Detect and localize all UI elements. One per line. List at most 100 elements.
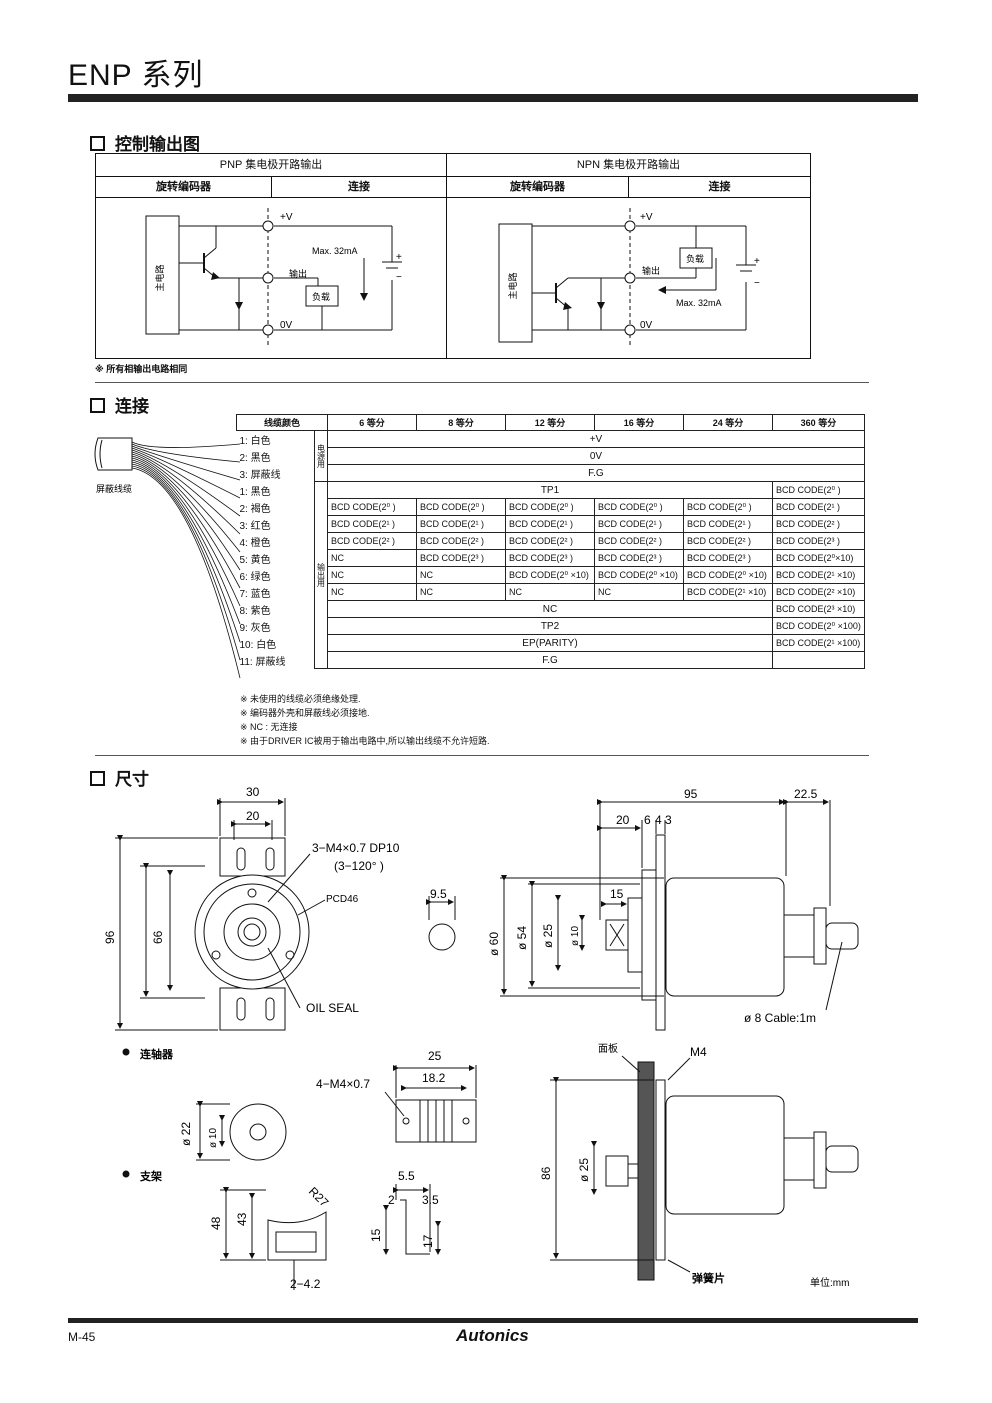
column-divider <box>446 197 447 358</box>
wire-label: 7: 蓝色 <box>239 588 271 600</box>
pnp-col-encoder: 旋转编码器 <box>96 177 272 198</box>
output-360-cell: BCD CODE(2⁰ ) <box>772 481 865 499</box>
section-dimensions-heading: 尺寸 <box>90 765 149 790</box>
cable-wire <box>131 461 241 625</box>
cable-wire <box>131 467 241 679</box>
connection-table: 线缆颜色 6 等分 8 等分 12 等分 16 等分 24 等分 360 等分 … <box>236 414 865 669</box>
output-cell: BCD CODE(2¹ ) <box>416 515 506 533</box>
power-group-label: 电源用 <box>314 430 328 482</box>
output-cell: BCD CODE(2³ ) <box>683 549 773 567</box>
output-cell: BCD CODE(2⁰ ×10) <box>594 566 684 584</box>
output-cell: BCD CODE(2⁰×10) <box>772 549 865 567</box>
dim-4: 4 <box>655 813 662 827</box>
power-row-1: +V <box>327 430 865 448</box>
output-group-label: 输出用 <box>314 481 328 669</box>
npn-main-circuit-label: 主电路 <box>507 272 518 299</box>
bracket-label: 支架 <box>139 1169 162 1183</box>
output-360-cell: BCD CODE(2³ ×10) <box>772 600 865 618</box>
wire-label: 9: 灰色 <box>239 622 271 634</box>
pnp-0v-label: 0V <box>280 320 293 331</box>
output-cell: BCD CODE(2¹ ) <box>594 515 684 533</box>
pnp-output-label: 输出 <box>289 268 307 279</box>
dim-20: 20 <box>246 809 260 823</box>
output-cell: BCD CODE(2⁰ ) <box>505 498 595 516</box>
section-connection-heading: 连接 <box>90 392 149 417</box>
square-bullet-icon <box>90 136 105 152</box>
dim-66: 66 <box>151 930 165 944</box>
section-dimensions-title: 尺寸 <box>115 770 149 789</box>
dim-oil-seal: OIL SEAL <box>306 1001 359 1015</box>
dim-mount-d25: ø 25 <box>577 1158 591 1182</box>
dim-96: 96 <box>103 930 117 944</box>
dim-screw-angle: (3−120° ) <box>334 859 384 873</box>
power-row-2: 0V <box>327 447 865 465</box>
dim-pcd: PCD46 <box>326 894 359 905</box>
output-cell: NC <box>416 566 506 584</box>
header-8: 8 等分 <box>416 414 506 431</box>
wire-label: 1: 白色 <box>239 435 271 447</box>
wire-label: 10: 白色 <box>239 639 277 651</box>
dim-86: 86 <box>539 1166 553 1180</box>
dim-9-5: 9.5 <box>430 887 447 901</box>
section-output-heading: 控制输出图 <box>90 130 200 155</box>
separator <box>95 382 869 383</box>
output-cell: BCD CODE(2⁰ ) <box>683 498 773 516</box>
header-16: 16 等分 <box>594 414 684 431</box>
output-360-cell: BCD CODE(2⁰ ×100) <box>772 617 865 635</box>
page-title: ENP 系列 <box>68 59 204 92</box>
output-span-cell: TP2 <box>327 617 773 635</box>
connection-table-wrap: 线缆颜色 6 等分 8 等分 12 等分 16 等分 24 等分 360 等分 … <box>236 414 865 669</box>
npn-title: NPN 集电极开路输出 <box>447 154 810 177</box>
output-cell: NC <box>327 549 417 567</box>
cable-wire <box>131 443 241 463</box>
dimension-drawings: 30 20 96 66 3−M4×0.7 DP10 (3−120° ) PCD4… <box>103 785 859 1291</box>
wire-label: 2: 褐色 <box>239 503 271 515</box>
dim-3: 3 <box>665 813 672 827</box>
npn-col-connection: 连接 <box>629 177 810 198</box>
pnp-main-circuit-label: 主电路 <box>154 264 165 291</box>
unit-label: 单位:mm <box>810 1276 849 1289</box>
pnp-main-circuit-box <box>145 215 180 335</box>
output-cell: BCD CODE(2² ) <box>594 532 684 550</box>
dim-6: 6 <box>644 813 651 827</box>
output-diagram-box: PNP 集电极开路输出 NPN 集电极开路输出 旋转编码器 连接 旋转编码器 连… <box>95 153 811 359</box>
bottom-rule <box>68 1318 918 1323</box>
output-cell: BCD CODE(2⁰ ) <box>594 498 684 516</box>
wire-label: 4: 橙色 <box>239 537 271 549</box>
output-span-cell: TP1 <box>327 481 773 499</box>
note-2: ※ 编码器外壳和屏蔽线必须接地. <box>240 708 370 718</box>
output-cell: NC <box>594 583 684 601</box>
cable-wire <box>131 463 241 643</box>
output-cell: BCD CODE(2³ ) <box>772 532 865 550</box>
output-cell: BCD CODE(2³ ) <box>505 549 595 567</box>
output-cell: BCD CODE(2³ ) <box>416 549 506 567</box>
npn-minus-sign: − <box>754 278 760 289</box>
dim-15: 15 <box>610 887 624 901</box>
square-bullet-icon <box>90 398 105 414</box>
npn-output-label: 输出 <box>642 265 660 276</box>
npn-0v-label: 0V <box>640 320 653 331</box>
note-4: ※ 由于DRIVER IC被用于输出电路中,所以输出线缆不允许短路. <box>240 736 490 746</box>
output-cell: NC <box>505 583 595 601</box>
pnp-load-label: 负载 <box>312 291 330 302</box>
cable-wire <box>131 457 241 589</box>
output-cell: BCD CODE(2³ ) <box>594 549 684 567</box>
dim-d25: ø 25 <box>541 924 555 948</box>
panel-label: 面板 <box>598 1042 618 1055</box>
output-cell: NC <box>327 566 417 584</box>
wire-label: 5: 黄色 <box>239 554 271 566</box>
output-cell: BCD CODE(2⁰ ×10) <box>683 566 773 584</box>
dim-coupling-screw: 4−M4×0.7 <box>316 1077 370 1091</box>
dim-d60: ø 60 <box>487 932 501 956</box>
wire-label: 8: 紫色 <box>239 605 271 617</box>
output-cell: BCD CODE(2¹ ) <box>772 498 865 516</box>
output-span-cell: F.G <box>327 651 773 669</box>
pnp-max-current-label: Max. 32mA <box>312 246 358 256</box>
dim-coupling-d10: ø 10 <box>208 1128 219 1148</box>
